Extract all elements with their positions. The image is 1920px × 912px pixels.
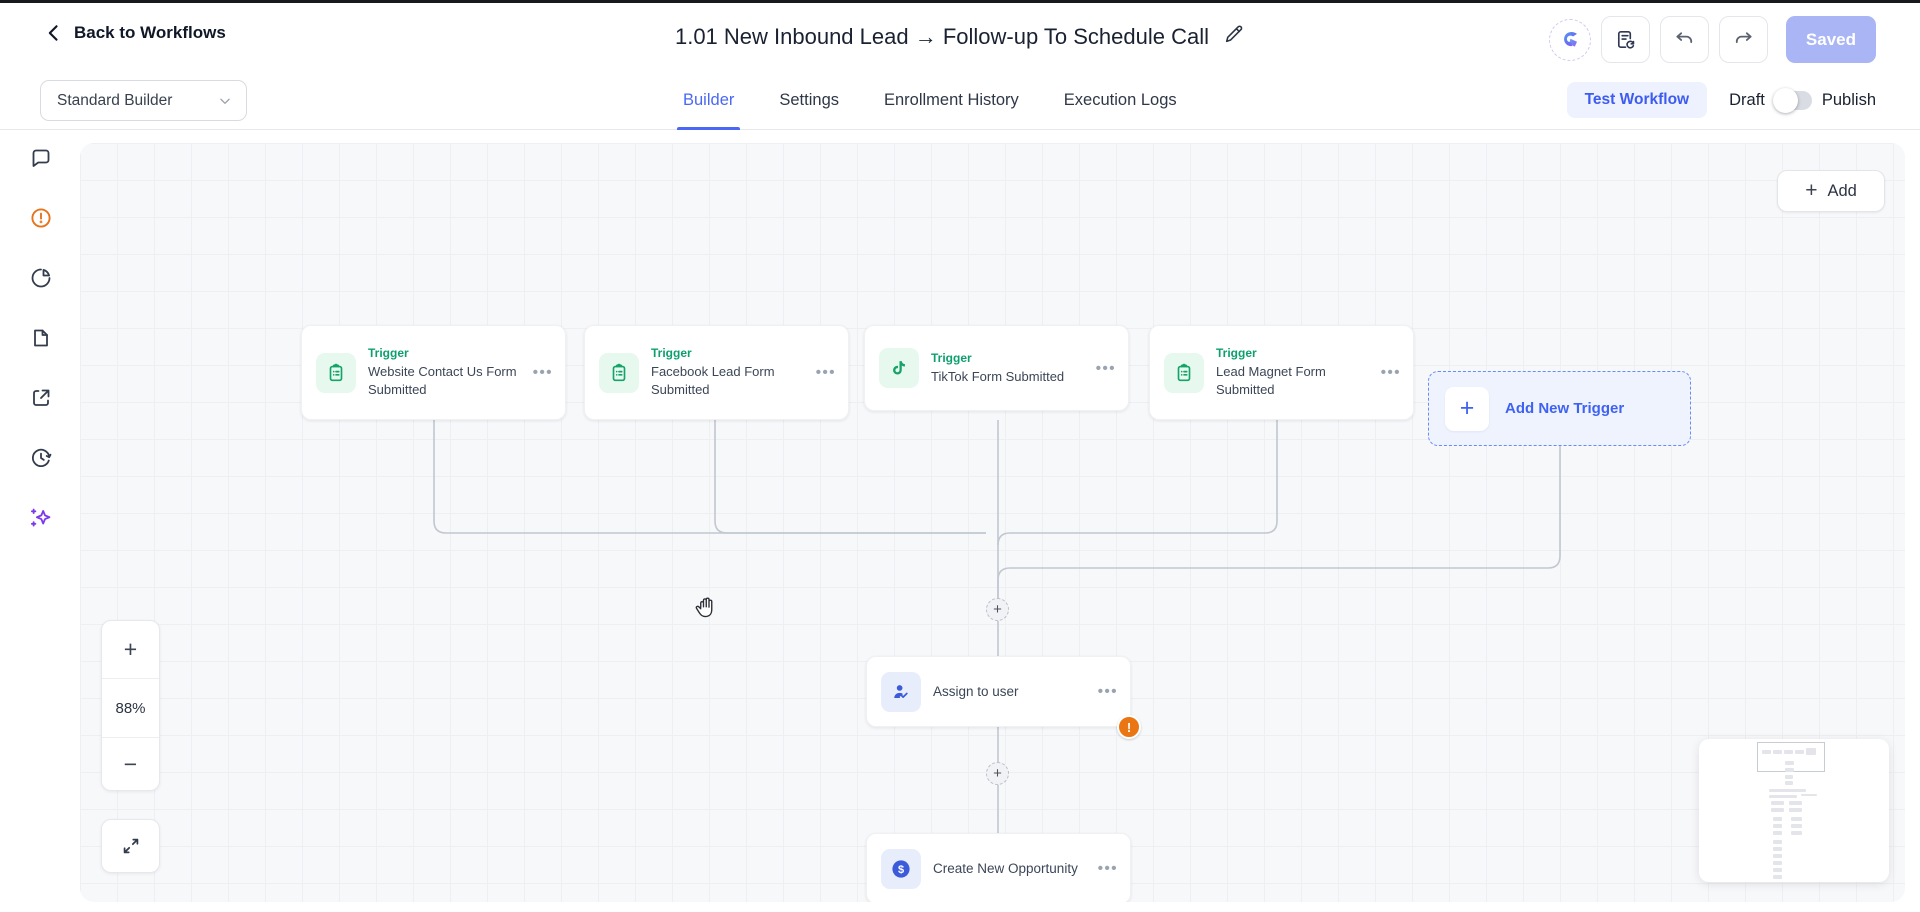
canvas-add-button[interactable]: + Add xyxy=(1777,170,1885,212)
publish-group: Draft Publish xyxy=(1729,87,1876,113)
left-icon-rail xyxy=(0,130,80,912)
tab-execution-logs[interactable]: Execution Logs xyxy=(1063,90,1177,109)
toolbar: Standard Builder Builder Settings Enroll… xyxy=(0,70,1920,130)
trigger-card-facebook[interactable]: Trigger Facebook Lead Form Submitted ••• xyxy=(584,325,849,420)
more-options-icon[interactable]: ••• xyxy=(1097,683,1118,700)
trigger-type-label: Trigger xyxy=(368,346,409,361)
zoom-in-button[interactable]: + xyxy=(123,636,138,662)
add-new-trigger-label: Add New Trigger xyxy=(1505,400,1625,417)
more-options-icon[interactable]: ••• xyxy=(815,364,836,381)
action-card-assign-to-user[interactable]: Assign to user ••• xyxy=(866,656,1131,727)
dollar-icon: $ xyxy=(881,848,921,889)
expand-icon xyxy=(123,838,138,854)
trigger-name: Facebook Lead Form Submitted xyxy=(651,364,775,397)
tiktok-icon xyxy=(879,348,919,388)
test-workflow-button[interactable]: Test Workflow xyxy=(1566,82,1708,118)
saved-button[interactable]: Saved xyxy=(1785,16,1876,63)
tab-bar: Builder Settings Enrollment History Exec… xyxy=(676,70,1177,130)
toggle-knob xyxy=(1772,87,1798,113)
trigger-card-body: Trigger Facebook Lead Form Submitted xyxy=(651,346,804,398)
zoom-controls: + 88% − xyxy=(101,620,160,791)
more-options-icon[interactable]: ••• xyxy=(532,364,553,381)
edit-title-icon[interactable] xyxy=(1223,23,1245,50)
zoom-level: 88% xyxy=(102,678,159,738)
header-actions: Saved xyxy=(1548,16,1876,63)
draft-label: Draft xyxy=(1729,90,1765,109)
redo-button[interactable] xyxy=(1718,16,1768,63)
trigger-card-tiktok[interactable]: Trigger TikTok Form Submitted ••• xyxy=(864,325,1129,411)
clipboard-icon xyxy=(1164,352,1204,393)
chevron-left-icon xyxy=(48,25,58,41)
header: 1.01 New Inbound Lead → Follow-up To Sch… xyxy=(0,3,1920,70)
tab-enrollment-history[interactable]: Enrollment History xyxy=(884,90,1019,109)
trigger-type-label: Trigger xyxy=(651,346,692,361)
builder-mode-select[interactable]: Standard Builder xyxy=(40,80,247,121)
trigger-card-lead-magnet[interactable]: Trigger Lead Magnet Form Submitted ••• xyxy=(1149,325,1414,420)
redo-icon xyxy=(1735,32,1752,44)
publish-label: Publish xyxy=(1821,90,1876,109)
tab-builder[interactable]: Builder xyxy=(676,70,741,130)
clipboard-icon xyxy=(599,352,639,393)
warning-badge[interactable]: ! xyxy=(1117,715,1141,739)
back-label: Back to Workflows xyxy=(74,23,226,42)
more-options-icon[interactable]: ••• xyxy=(1380,364,1401,381)
workflow-canvas[interactable]: + Add Trigger Website Contact Us Form Su… xyxy=(80,143,1905,902)
action-card-body: Assign to user xyxy=(933,684,1086,699)
pie-chart-icon[interactable] xyxy=(28,265,54,291)
back-to-workflows[interactable]: Back to Workflows xyxy=(44,23,226,43)
add-new-trigger-button[interactable]: + Add New Trigger xyxy=(1428,371,1691,446)
svg-text:$: $ xyxy=(898,864,904,876)
plus-icon: + xyxy=(1805,179,1818,202)
undo-button[interactable] xyxy=(1659,16,1709,63)
clipboard-icon xyxy=(316,352,356,393)
fit-view-button[interactable] xyxy=(101,819,160,873)
tab-settings[interactable]: Settings xyxy=(779,90,839,109)
action-card-body: Create New Opportunity xyxy=(933,861,1086,876)
chevron-down-icon xyxy=(220,98,230,104)
trigger-card-body: Trigger Lead Magnet Form Submitted xyxy=(1216,346,1369,398)
action-name: Assign to user xyxy=(933,684,1019,699)
builder-mode-value: Standard Builder xyxy=(57,91,173,109)
more-options-icon[interactable]: ••• xyxy=(1095,359,1116,377)
document-icon[interactable] xyxy=(28,325,54,351)
trigger-name: Lead Magnet Form Submitted xyxy=(1216,364,1326,397)
user-check-icon xyxy=(881,671,921,712)
trigger-type-label: Trigger xyxy=(1216,346,1257,361)
trigger-name: TikTok Form Submitted xyxy=(931,368,1065,384)
workflow-title: 1.01 New Inbound Lead → Follow-up To Sch… xyxy=(674,23,1210,49)
external-link-icon[interactable] xyxy=(28,385,54,411)
plus-icon: + xyxy=(993,765,1002,782)
toolbar-right: Test Workflow Draft Publish xyxy=(1566,70,1876,130)
plus-icon: + xyxy=(993,601,1002,618)
trigger-card-website-contact[interactable]: Trigger Website Contact Us Form Submitte… xyxy=(301,325,566,420)
zoom-out-button[interactable]: − xyxy=(123,750,138,777)
exclamation-icon: ! xyxy=(1126,719,1132,735)
insert-step-button[interactable]: + xyxy=(986,598,1009,621)
history-icon[interactable] xyxy=(28,445,54,471)
warning-icon[interactable] xyxy=(28,205,54,231)
connector-lines xyxy=(433,420,1561,833)
trigger-card-body: Trigger Website Contact Us Form Submitte… xyxy=(368,346,521,398)
publish-toggle[interactable] xyxy=(1772,87,1812,113)
action-card-create-opportunity[interactable]: $ Create New Opportunity ••• xyxy=(866,833,1131,902)
document-refresh-icon xyxy=(1617,31,1635,49)
undo-icon xyxy=(1676,32,1693,44)
action-name: Create New Opportunity xyxy=(933,861,1078,876)
trigger-card-body: Trigger TikTok Form Submitted xyxy=(931,351,1084,386)
ai-sparkle-icon[interactable] xyxy=(28,505,54,531)
insert-step-button[interactable]: + xyxy=(986,762,1009,785)
change-log-button[interactable] xyxy=(1600,16,1650,63)
more-options-icon[interactable]: ••• xyxy=(1097,860,1118,877)
trigger-name: Website Contact Us Form Submitted xyxy=(368,364,517,397)
plus-icon: + xyxy=(1445,386,1489,431)
minimap[interactable] xyxy=(1699,739,1889,882)
add-button-label: Add xyxy=(1827,181,1857,200)
trigger-type-label: Trigger xyxy=(931,350,972,365)
hand-cursor xyxy=(695,597,713,618)
brand-logo[interactable] xyxy=(1548,18,1591,61)
window-top-edge xyxy=(0,0,1920,3)
chat-icon[interactable] xyxy=(28,145,54,171)
